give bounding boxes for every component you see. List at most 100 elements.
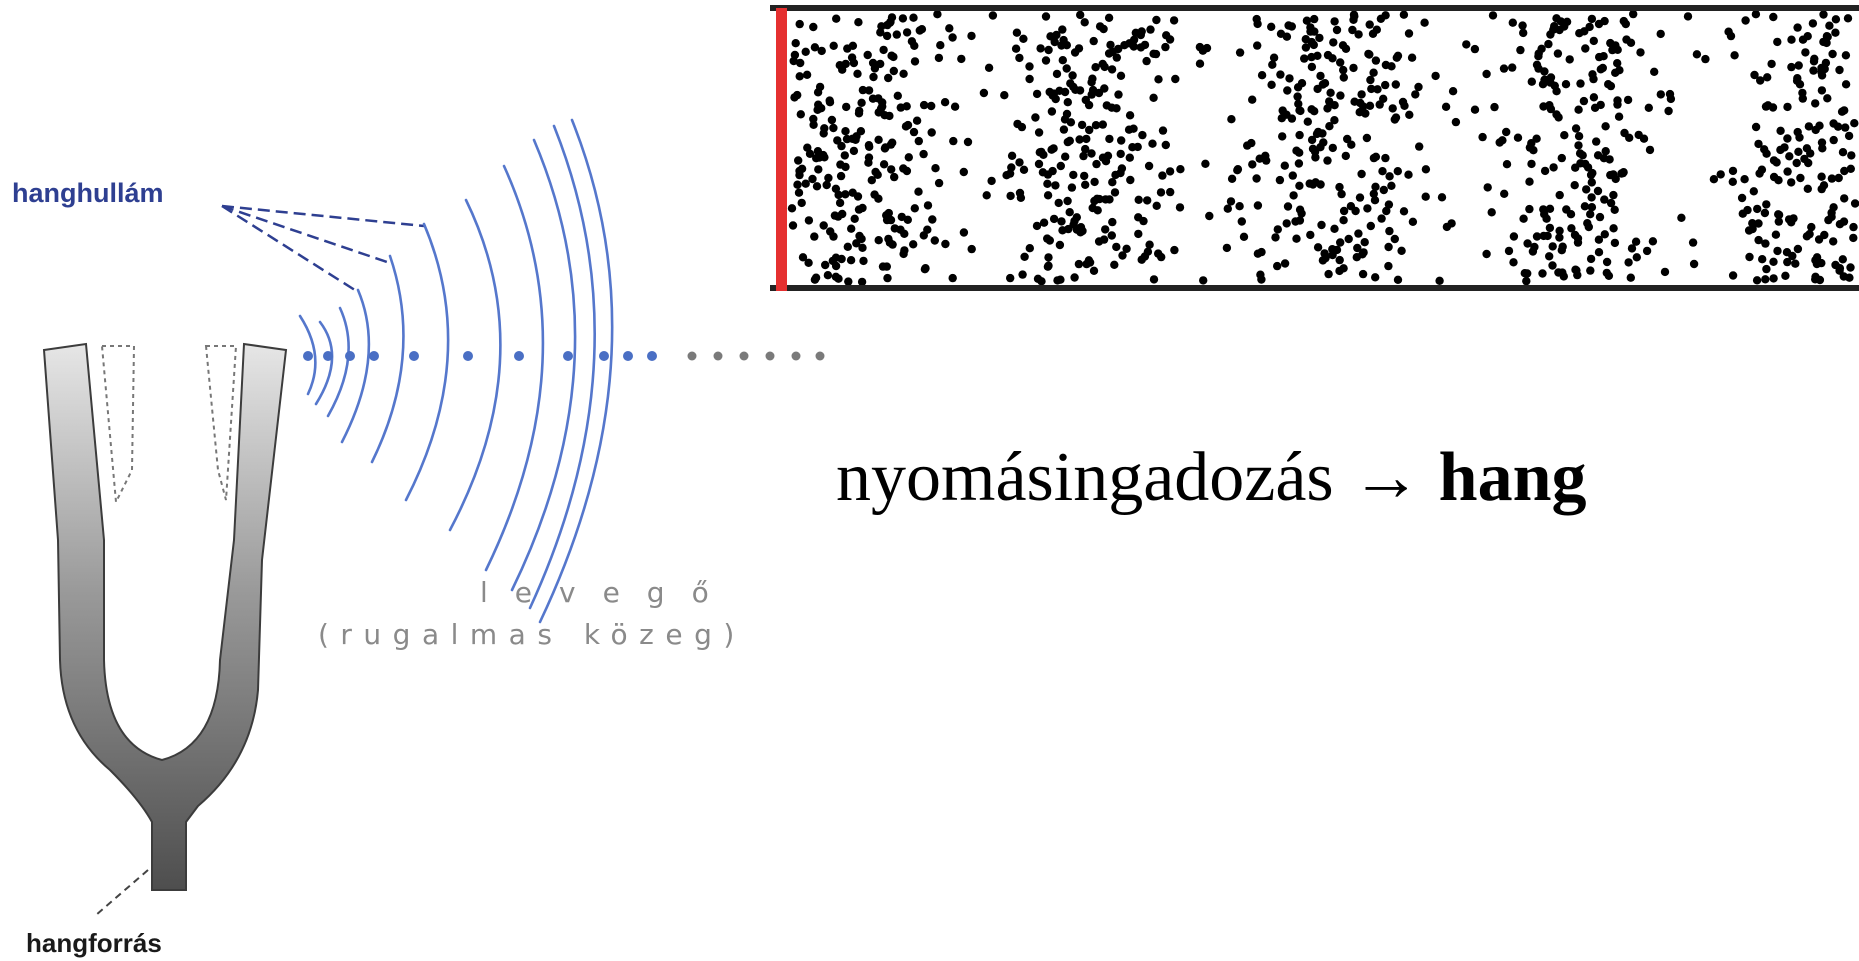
air-particle <box>808 174 817 184</box>
air-particle <box>856 127 866 136</box>
air-particle <box>1289 191 1298 200</box>
air-particle <box>1814 235 1824 244</box>
air-particle <box>936 41 945 50</box>
air-particle <box>1769 257 1778 266</box>
air-particle <box>1075 135 1084 144</box>
air-particle <box>1081 144 1090 154</box>
air-particle <box>819 221 828 230</box>
air-particle <box>1683 12 1693 21</box>
air-particle <box>1280 161 1290 170</box>
air-particle <box>1482 249 1491 259</box>
air-particle <box>1316 180 1325 189</box>
air-particle <box>1600 195 1609 204</box>
air-particle <box>1648 237 1658 246</box>
air-particle <box>919 100 929 110</box>
air-particle <box>1025 74 1034 84</box>
air-particle <box>1366 221 1376 231</box>
air-particle <box>1795 80 1805 89</box>
air-particle <box>1609 190 1618 200</box>
air-particle <box>1061 152 1070 161</box>
air-particle <box>1271 233 1280 242</box>
air-particle <box>1385 172 1394 181</box>
air-particle <box>904 153 913 162</box>
air-particle <box>1804 122 1814 131</box>
air-particle <box>896 103 905 112</box>
air-particle <box>1829 119 1838 128</box>
air-particle <box>988 11 998 20</box>
air-particle <box>1574 132 1584 141</box>
air-particle <box>1819 10 1828 19</box>
air-particle <box>1088 85 1098 95</box>
air-particle <box>831 261 841 271</box>
air-particle <box>850 214 859 223</box>
air-particle <box>831 184 841 193</box>
air-particle <box>1575 149 1585 158</box>
air-particle <box>1323 50 1333 60</box>
air-particle <box>1149 93 1158 103</box>
air-particle <box>1087 149 1096 158</box>
air-particle <box>1065 208 1074 217</box>
air-particle <box>1273 225 1283 234</box>
air-particle <box>1596 100 1605 110</box>
air-particle <box>1499 64 1509 73</box>
air-particle <box>1137 255 1146 264</box>
air-particle <box>841 127 850 136</box>
air-particle <box>1343 134 1352 144</box>
air-particle <box>1606 198 1616 208</box>
air-particle <box>1730 51 1739 60</box>
air-particle <box>1195 59 1205 68</box>
air-particle <box>1847 151 1856 160</box>
air-particle <box>887 51 896 60</box>
source-pointer <box>95 869 149 916</box>
air-particle <box>1297 209 1306 218</box>
air-particle <box>1540 166 1550 176</box>
air-particle <box>1387 181 1396 190</box>
air-particle <box>1811 256 1820 265</box>
air-particle <box>1795 133 1804 142</box>
air-particle <box>1328 250 1337 260</box>
air-particle <box>1085 125 1094 135</box>
air-particle <box>1328 143 1338 153</box>
air-particle <box>1534 52 1543 61</box>
air-particle <box>1644 103 1654 113</box>
air-particle <box>1595 212 1605 222</box>
air-particle <box>1253 249 1263 258</box>
air-particle <box>1555 25 1564 35</box>
air-particle <box>1793 23 1802 32</box>
air-particle <box>1000 91 1009 100</box>
air-particle <box>1369 68 1378 77</box>
air-particle <box>1114 90 1123 99</box>
air-particle <box>1323 104 1332 113</box>
sound-wave-fronts <box>298 118 614 624</box>
air-particle <box>1393 167 1403 176</box>
air-particle <box>1614 112 1624 121</box>
air-particle <box>1525 204 1534 214</box>
air-particle <box>1243 141 1252 150</box>
air-particle <box>1326 88 1335 98</box>
air-particle <box>1233 166 1242 175</box>
air-particle <box>910 41 919 50</box>
air-particle <box>879 45 888 55</box>
air-particle <box>801 47 810 56</box>
air-particle <box>1269 53 1279 62</box>
air-particle <box>883 273 892 283</box>
air-particle <box>1645 145 1655 155</box>
air-particle <box>1513 133 1523 142</box>
air-particle <box>1146 25 1155 34</box>
air-particle <box>1761 275 1770 284</box>
air-particle <box>1749 187 1759 196</box>
air-particle <box>1379 185 1389 195</box>
air-particle <box>1593 151 1603 160</box>
air-particle <box>827 115 837 125</box>
air-particle <box>1750 70 1759 80</box>
air-particle <box>1404 170 1413 179</box>
air-particle <box>1313 51 1322 60</box>
air-particle <box>1158 126 1168 135</box>
air-particle <box>1571 163 1580 172</box>
air-particle <box>1101 225 1110 234</box>
air-particle <box>1716 170 1725 179</box>
air-particle <box>1831 15 1841 24</box>
air-particle <box>1761 102 1771 111</box>
air-particle <box>1850 199 1859 208</box>
air-particle <box>1261 151 1270 160</box>
